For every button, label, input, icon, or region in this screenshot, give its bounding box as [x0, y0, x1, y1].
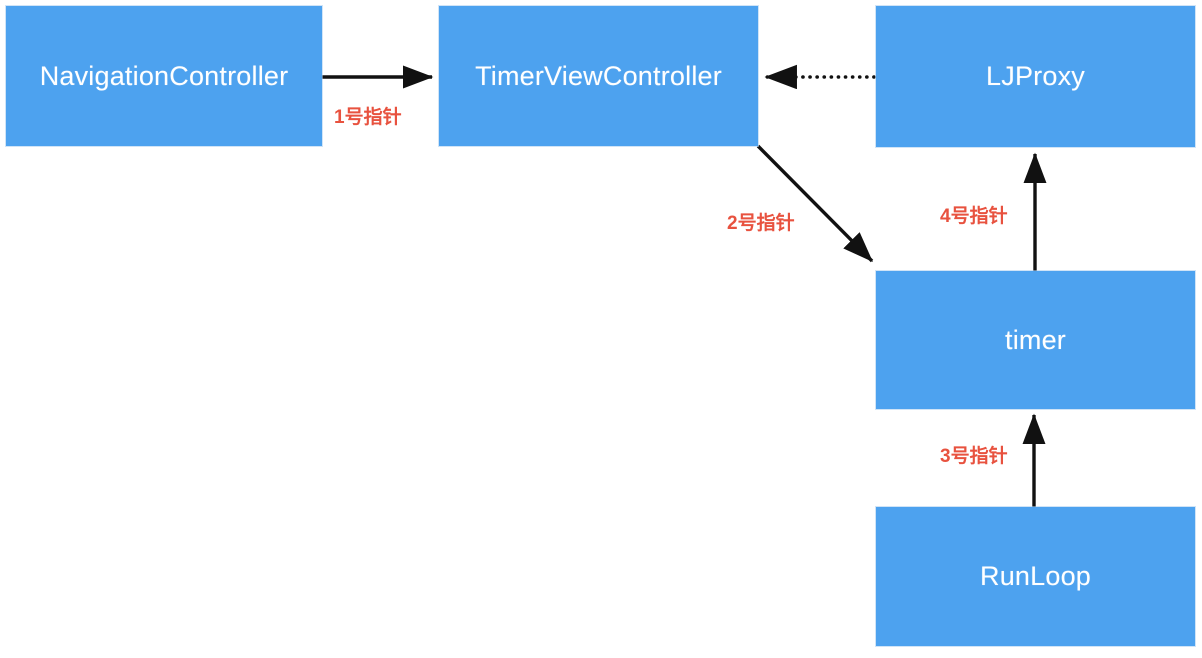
node-navigation-controller[interactable]: NavigationController	[6, 6, 322, 146]
edge-4-label: 4号指针	[940, 206, 1008, 227]
node-timer-view-controller-label: TimerViewController	[475, 60, 722, 91]
node-timer[interactable]: timer	[876, 271, 1195, 409]
edge-2-label: 2号指针	[727, 213, 795, 234]
node-timer-label: timer	[1005, 324, 1066, 355]
edge-1-label: 1号指针	[334, 107, 402, 128]
node-ljproxy-label: LJProxy	[986, 61, 1085, 91]
node-navigation-controller-label: NavigationController	[39, 60, 289, 91]
node-timer-view-controller[interactable]: TimerViewController	[439, 6, 758, 146]
node-ljproxy[interactable]: LJProxy	[876, 6, 1195, 147]
node-runloop-label: RunLoop	[980, 561, 1091, 591]
edge-3-label: 3号指针	[940, 446, 1008, 467]
node-runloop[interactable]: RunLoop	[876, 507, 1195, 646]
edge-2-line	[756, 144, 874, 263]
